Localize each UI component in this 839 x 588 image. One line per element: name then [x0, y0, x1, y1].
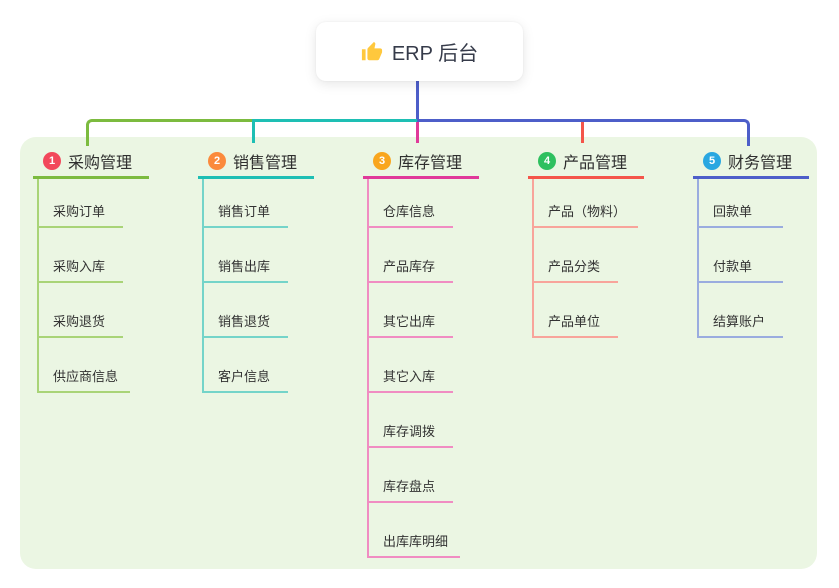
branch-node: 4 产品管理 产品（物料）产品分类产品单位 [528, 146, 644, 338]
branch-header[interactable]: 1 采购管理 [33, 146, 149, 179]
branch-node: 2 销售管理 销售订单销售出库销售退货客户信息 [198, 146, 314, 393]
branch-node: 3 库存管理 仓库信息产品库存其它出库其它入库库存调拨库存盘点出库库明细 [363, 146, 479, 558]
child-node[interactable]: 采购退货 [37, 283, 123, 338]
child-node[interactable]: 产品单位 [532, 283, 618, 338]
branch-children: 销售订单销售出库销售退货客户信息 [202, 179, 288, 393]
thumbs-up-icon [361, 41, 383, 63]
branch-children: 产品（物料）产品分类产品单位 [532, 179, 639, 338]
drop-line-sales [252, 122, 255, 143]
branch-number-badge: 2 [208, 152, 226, 170]
branch-number-badge: 5 [703, 152, 721, 170]
bus-segment-sales [252, 119, 418, 122]
child-node[interactable]: 库存盘点 [367, 448, 453, 503]
branch-label: 采购管理 [68, 155, 133, 172]
branch-label: 销售管理 [233, 155, 298, 172]
child-node[interactable]: 回款单 [697, 179, 783, 228]
branch-number-badge: 3 [373, 152, 391, 170]
branch-children: 仓库信息产品库存其它出库其它入库库存调拨库存盘点出库库明细 [367, 179, 461, 558]
child-node[interactable]: 其它入库 [367, 338, 453, 393]
child-node[interactable]: 其它出库 [367, 283, 453, 338]
branch-label: 库存管理 [398, 155, 463, 172]
root-node-label: ERP 后台 [391, 43, 479, 65]
branch-header[interactable]: 4 产品管理 [528, 146, 644, 179]
child-node[interactable]: 付款单 [697, 228, 783, 283]
child-node[interactable]: 产品分类 [532, 228, 618, 283]
child-node[interactable]: 采购入库 [37, 228, 123, 283]
branch-children: 回款单付款单结算账户 [697, 179, 783, 338]
branch-label: 产品管理 [563, 155, 628, 172]
branch-rail-line [367, 179, 369, 558]
bus-segment-finance [417, 119, 733, 122]
branch-label: 财务管理 [728, 155, 793, 172]
child-node[interactable]: 采购订单 [37, 179, 123, 228]
bus-elbow-right [730, 119, 750, 146]
bus-segment-purchase [104, 119, 252, 122]
bus-elbow-left [86, 119, 106, 146]
child-node[interactable]: 销售订单 [202, 179, 288, 228]
branch-node: 5 财务管理 回款单付款单结算账户 [693, 146, 809, 338]
child-node[interactable]: 结算账户 [697, 283, 783, 338]
drop-line-product [581, 122, 584, 143]
branch-children: 采购订单采购入库采购退货供应商信息 [37, 179, 131, 393]
root-stem-line [416, 81, 419, 119]
child-node[interactable]: 供应商信息 [37, 338, 131, 393]
branch-rail-line [202, 179, 204, 393]
thumbs-up-path [361, 41, 382, 60]
child-node[interactable]: 销售退货 [202, 283, 288, 338]
branch-node: 1 采购管理 采购订单采购入库采购退货供应商信息 [33, 146, 149, 393]
child-node[interactable]: 仓库信息 [367, 179, 453, 228]
branch-rail-line [532, 179, 534, 338]
drop-line-inventory [416, 122, 419, 143]
child-node[interactable]: 产品库存 [367, 228, 453, 283]
child-node[interactable]: 销售出库 [202, 228, 288, 283]
child-node[interactable]: 客户信息 [202, 338, 288, 393]
branch-number-badge: 1 [43, 152, 61, 170]
child-node[interactable]: 库存调拨 [367, 393, 453, 448]
child-node[interactable]: 产品（物料） [532, 179, 639, 228]
branches-panel [20, 137, 817, 569]
branch-number-badge: 4 [538, 152, 556, 170]
child-node[interactable]: 出库库明细 [367, 503, 461, 558]
branch-header[interactable]: 2 销售管理 [198, 146, 314, 179]
branch-header[interactable]: 5 财务管理 [693, 146, 809, 179]
branch-rail-line [697, 179, 699, 338]
root-node[interactable]: ERP 后台 [316, 22, 523, 81]
branch-rail-line [37, 179, 39, 393]
branch-header[interactable]: 3 库存管理 [363, 146, 479, 179]
